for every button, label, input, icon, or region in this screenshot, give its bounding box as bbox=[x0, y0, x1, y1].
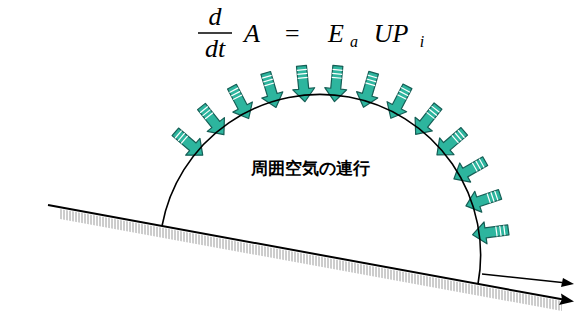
slope-line bbox=[48, 205, 562, 299]
fraction-bar bbox=[198, 32, 232, 33]
flow-arrow bbox=[482, 274, 562, 283]
flow-arrowhead bbox=[561, 278, 574, 287]
formula-term: dt bbox=[205, 36, 225, 62]
entrainment-arrows bbox=[168, 65, 510, 246]
dome-outline bbox=[140, 80, 500, 300]
ground-hatching bbox=[60, 209, 562, 311]
slope-arrowhead bbox=[559, 294, 574, 306]
formula-term: A bbox=[244, 21, 260, 47]
formula-term: E bbox=[328, 21, 344, 47]
dome-region: 周囲空気の連行 bbox=[140, 80, 500, 300]
region-label: 周囲空気の連行 bbox=[251, 158, 370, 178]
formula-term: = bbox=[283, 21, 301, 47]
formula-term: a bbox=[350, 34, 358, 50]
formula-term: UP bbox=[374, 21, 409, 47]
formula-term: d bbox=[209, 4, 222, 30]
formula-term: i bbox=[420, 34, 424, 50]
